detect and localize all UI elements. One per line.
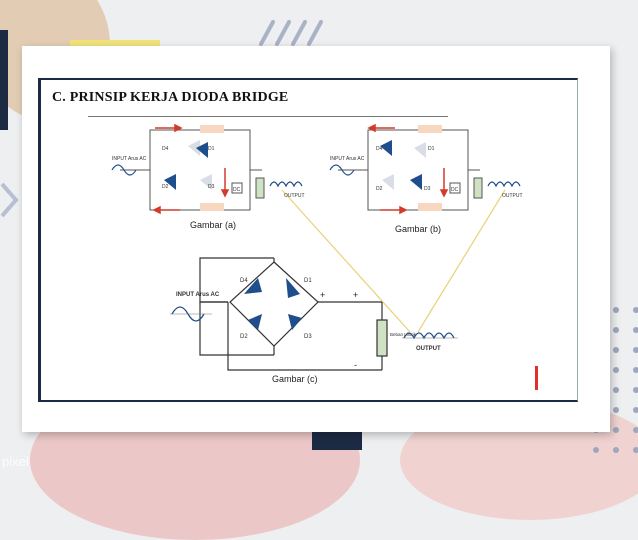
diagram-b-d1: D1 (428, 146, 435, 152)
bridge-diagram-canvas: INPUT Arus AC OUTPUT DC D4 D1 D2 D3 Gamb… (111, 123, 538, 390)
diagram-c-d2: D2 (240, 334, 248, 340)
diagram-c-input-label: INPUT Arus AC (176, 292, 220, 298)
diagram-c-diodes (244, 278, 302, 330)
diagram-a-d1: D1 (208, 146, 215, 152)
diagram-a-d3: D3 (208, 184, 215, 190)
diagram-a-input-label: INPUT Arus AC (112, 156, 147, 162)
bg-navy-bar-left (0, 30, 8, 130)
diagram-a-output-label: OUTPUT (284, 193, 305, 199)
bg-navy-block (312, 430, 362, 450)
title-underline (88, 116, 448, 117)
watermark-text: pixel (2, 454, 29, 469)
diagram-a-diodes (164, 140, 212, 190)
diagram-a: INPUT Arus AC OUTPUT DC D4 D1 D2 D3 Gamb… (111, 123, 305, 230)
red-accent-mark (535, 366, 538, 390)
diagram-c-plus-load: + (353, 290, 358, 300)
diagram-b-d2: D2 (376, 186, 383, 192)
content-frame (38, 78, 578, 402)
diagram-c-d1: D1 (304, 278, 312, 284)
slide-title: C. PRINSIP KERJA DIODA BRIDGE (52, 90, 289, 105)
guide-lines (281, 189, 506, 333)
diagram-c-d3: D3 (304, 334, 312, 340)
diagram-b-output-label: OUTPUT (502, 193, 523, 199)
diagram-c-d4: D4 (240, 278, 248, 284)
diagram-b: INPUT Arus AC OUTPUT DC D4 D1 D2 D3 Gamb… (329, 123, 523, 234)
diagram-c-output-label: OUTPUT (416, 346, 441, 352)
diagram-b-dc-label: DC (451, 187, 459, 193)
diagram-a-d2: D2 (162, 184, 169, 190)
diagram-c: INPUT Arus AC OUTPUT Beban Listrik D4 D1… (170, 257, 458, 384)
diagram-b-d3: D3 (424, 186, 431, 192)
diagram-a-dc-label: DC (233, 187, 241, 193)
diagram-b-d4: D4 (376, 146, 383, 152)
diagram-b-diodes (380, 140, 426, 190)
diagram-c-caption: Gambar (c) (272, 374, 318, 384)
bg-chevron (0, 180, 20, 220)
diagram-a-d4: D4 (162, 146, 169, 152)
diagram-c-minus-load: - (354, 360, 357, 370)
diagram-b-caption: Gambar (b) (395, 224, 441, 234)
diagram-c-plus-bridge: + (320, 290, 325, 300)
diagram-a-caption: Gambar (a) (190, 220, 236, 230)
bg-slash-lines (255, 18, 335, 46)
diagram-b-input-label: INPUT Arus AC (330, 156, 365, 162)
diagram-c-load-label: Beban Listrik (390, 332, 417, 337)
